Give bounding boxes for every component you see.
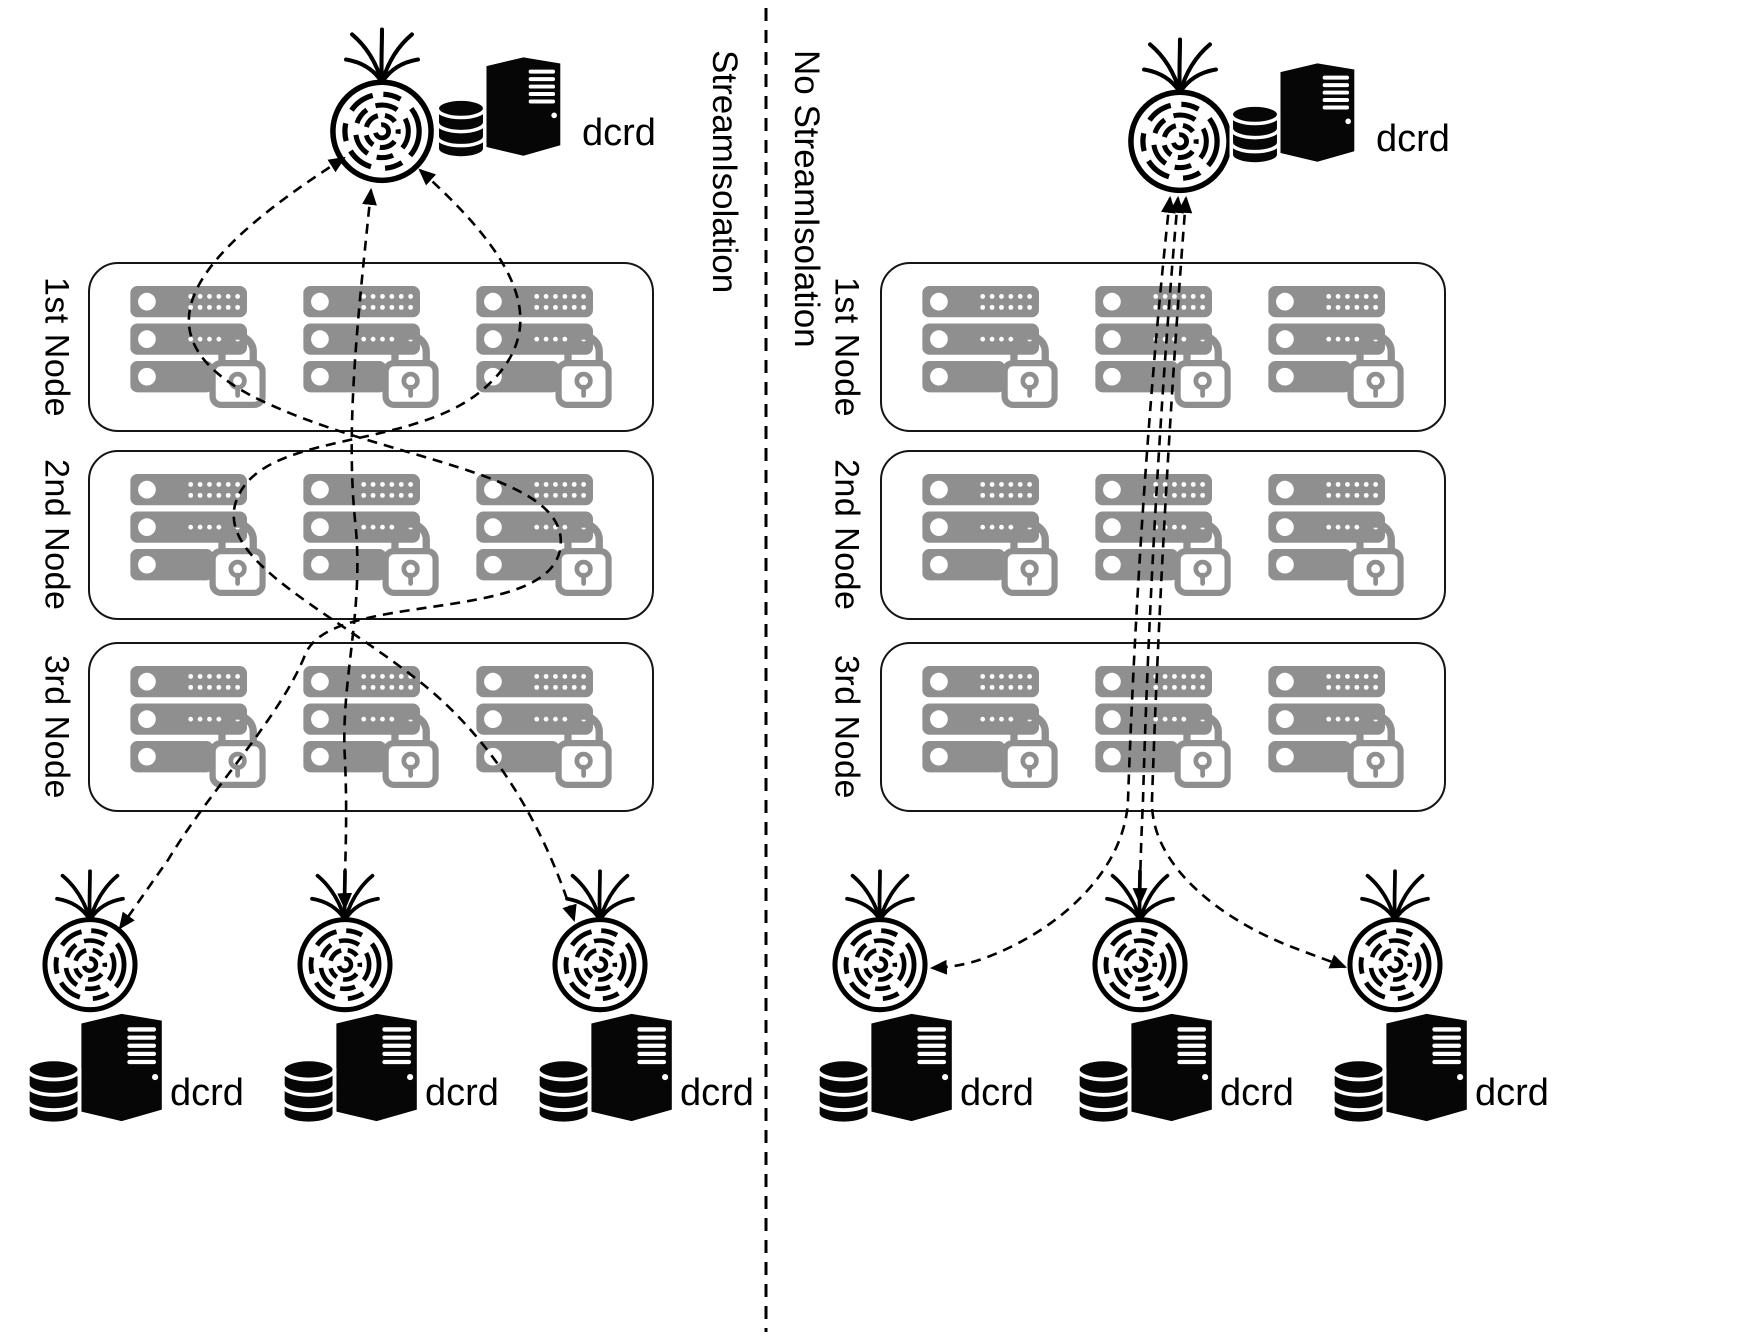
server-rack-icon [476,286,612,409]
server-rack-icon [1095,474,1231,597]
tor-onion-icon [1340,868,1450,1013]
server-rack-icon [1268,474,1404,597]
tor-onion-icon [322,26,442,184]
node-label: 3rd Node [827,655,866,799]
relay-node-box-2 [88,450,654,620]
server-rack-icon [303,474,439,597]
relay-node-box-1 [88,262,654,432]
server-rack-icon [1268,666,1404,789]
node-label: 3rd Node [37,655,76,799]
dcrd-label: dcrd [1376,118,1450,160]
tor-onion-icon [1120,36,1240,194]
node-label-wrapper: 3rd Node [30,642,82,812]
dcrd-label: dcrd [960,1072,1034,1114]
dcrd-label: dcrd [1220,1072,1294,1114]
server-rack-icon [130,666,266,789]
dcrd-server-icon [277,1008,435,1128]
section-label-streamisolation: StreamIsolation [705,50,744,294]
node-label: 1st Node [827,276,866,418]
relay-node-box-3 [880,642,1446,812]
dcrd-server-icon [22,1008,180,1128]
node-label: 1st Node [37,276,76,418]
dcrd-server-icon [1327,1008,1485,1128]
section-label-no-streamisolation: No StreamIsolation [787,50,826,348]
server-rack-icon [476,474,612,597]
node-label: 2nd Node [37,459,76,611]
server-rack-icon [922,666,1058,789]
tor-onion-icon [290,868,400,1013]
server-rack-icon [922,286,1058,409]
dcrd-label: dcrd [425,1072,499,1114]
tor-onion-icon [1085,868,1195,1013]
server-rack-icon [130,474,266,597]
server-rack-icon [1095,666,1231,789]
relay-node-box-1 [880,262,1446,432]
dcrd-label: dcrd [170,1072,244,1114]
relay-node-box-3 [88,642,654,812]
tor-onion-icon [825,868,935,1013]
dcrd-server-icon [1226,58,1371,168]
node-label: 2nd Node [827,459,866,611]
dcrd-label: dcrd [680,1072,754,1114]
tor-onion-icon [35,868,145,1013]
dcrd-server-icon [432,52,577,162]
dcrd-server-icon [1072,1008,1230,1128]
server-rack-icon [130,286,266,409]
node-label-wrapper: 2nd Node [30,450,82,620]
relay-node-box-2 [880,450,1446,620]
server-rack-icon [1095,286,1231,409]
server-rack-icon [922,474,1058,597]
node-label-wrapper: 1st Node [820,262,872,432]
dcrd-label: dcrd [1475,1072,1549,1114]
node-label-wrapper: 2nd Node [820,450,872,620]
server-rack-icon [1268,286,1404,409]
dcrd-label: dcrd [582,112,656,154]
node-label-wrapper: 1st Node [30,262,82,432]
dcrd-server-icon [532,1008,690,1128]
server-rack-icon [303,666,439,789]
server-rack-icon [476,666,612,789]
tor-onion-icon [545,868,655,1013]
node-label-wrapper: 3rd Node [820,642,872,812]
dcrd-server-icon [812,1008,970,1128]
server-rack-icon [303,286,439,409]
